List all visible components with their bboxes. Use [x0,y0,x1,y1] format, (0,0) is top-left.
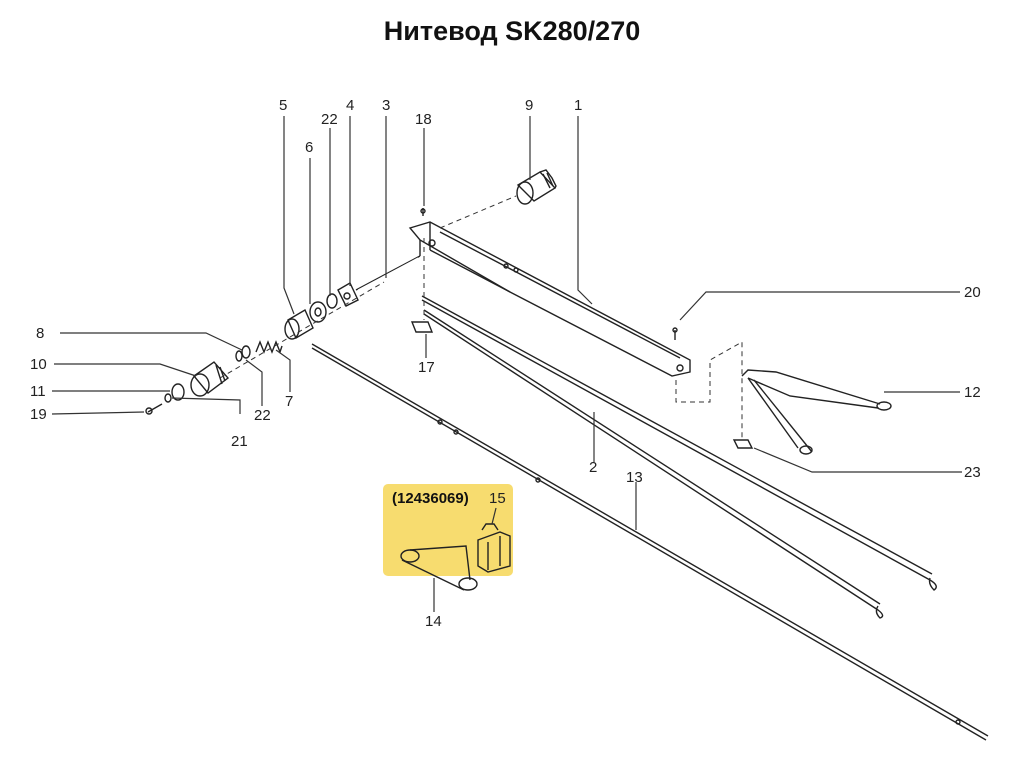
label-part-13: 13 [626,469,643,486]
label-part-18: 18 [415,111,432,128]
label-part-10: 10 [30,356,47,373]
label-part-15: 15 [489,490,506,507]
part-7-spring [255,340,283,355]
part-17-plate [410,321,434,333]
label-part-3: 3 [382,97,390,114]
part-19-screw [145,403,163,415]
part-11-washer [171,383,185,401]
part-1-main-bar [408,221,691,377]
label-part-4: 4 [346,97,354,114]
label-part-22-lower: 22 [254,407,271,424]
diagram-title: Нитевод SK280/270 [383,16,641,46]
part-23-plate [732,439,754,449]
label-part-19: 19 [30,406,47,423]
part-4-cam [337,282,359,307]
label-part-20: 20 [964,284,981,301]
label-part-12: 12 [964,384,981,401]
label-part-23: 23 [964,464,981,481]
part-3-shaft [355,255,421,291]
label-part-1: 1 [574,97,582,114]
part-12-wire-spring [741,369,892,455]
label-part-22-upper: 22 [321,111,338,128]
label-part-21: 21 [231,433,248,450]
label-part-7: 7 [285,393,293,410]
label-part-17: 17 [418,359,435,376]
part-22-collar-lower [235,350,243,362]
label-part-5: 5 [279,97,287,114]
label-part-6: 6 [305,139,313,156]
part-15-block [477,523,511,573]
assembly-dashed-lines [219,195,743,440]
part-14-bracket [400,545,478,591]
part-13-long-rod [311,343,989,741]
part-9-knob [516,169,557,205]
highlight-code: (12436069) [392,490,469,507]
label-part-2: 2 [589,459,597,476]
part-20-screw [672,327,678,340]
label-part-11: 11 [30,383,46,400]
part-22-collar-upper [326,293,338,309]
part-2-wire-rods [421,295,937,619]
label-part-8: 8 [36,325,44,342]
label-part-9: 9 [525,97,533,114]
highlight-box-15 [383,484,513,576]
part-18-screw [420,208,426,216]
label-part-14: 14 [425,613,442,630]
part-5-sleeve [284,308,314,340]
part-6-washer [309,301,327,323]
part-10-knob [190,361,230,397]
leader-lines [51,116,962,612]
part-8-clip [241,345,251,359]
part-21-nut [164,393,172,403]
